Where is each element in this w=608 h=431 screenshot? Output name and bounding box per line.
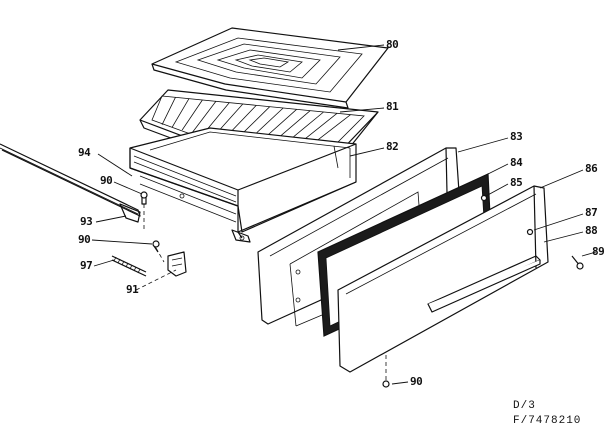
callout-90c: 90 — [410, 375, 422, 388]
grid-bar — [181, 99, 203, 131]
screw-90a — [140, 191, 148, 205]
broiler-drawer-body — [129, 127, 357, 243]
callout-90b: 90 — [78, 233, 90, 246]
broiler-pan-insert — [151, 27, 389, 109]
clip-85 — [480, 194, 488, 202]
grid-bar — [171, 98, 190, 128]
drawer-front-panel — [337, 185, 549, 373]
callout-87: 87 — [585, 206, 597, 219]
callout-89: 89 — [592, 245, 604, 258]
callout-86: 86 — [585, 162, 598, 175]
callout-85: 85 — [510, 176, 522, 189]
callout-83: 83 — [510, 130, 522, 143]
screw-89 — [571, 255, 584, 270]
callout-81: 81 — [386, 100, 399, 113]
callout-93: 93 — [80, 215, 92, 228]
callout-84: 84 — [510, 156, 523, 169]
drawing-code-line-2: F/7478210 — [513, 415, 582, 427]
grid-bar — [191, 101, 217, 133]
callout-94: 94 — [78, 146, 91, 159]
clip-87 — [526, 228, 534, 236]
slide-rail — [0, 143, 141, 223]
drawing-code-line-1: D/3 — [513, 400, 536, 412]
callout-88: 88 — [585, 224, 597, 237]
callout-91: 91 — [126, 283, 139, 296]
callout-90a: 90 — [100, 174, 112, 187]
callout-82: 82 — [386, 140, 398, 153]
leader-lines — [91, 44, 597, 385]
callout-80: 80 — [386, 38, 398, 51]
clip-91 — [167, 251, 187, 277]
grid-bar — [161, 97, 176, 125]
callout-97: 97 — [80, 259, 92, 272]
spring-97 — [111, 255, 147, 277]
screw-90b — [152, 240, 160, 253]
callout-labels: 80 81 82 83 84 85 86 87 88 89 94 90 93 9… — [78, 38, 605, 388]
